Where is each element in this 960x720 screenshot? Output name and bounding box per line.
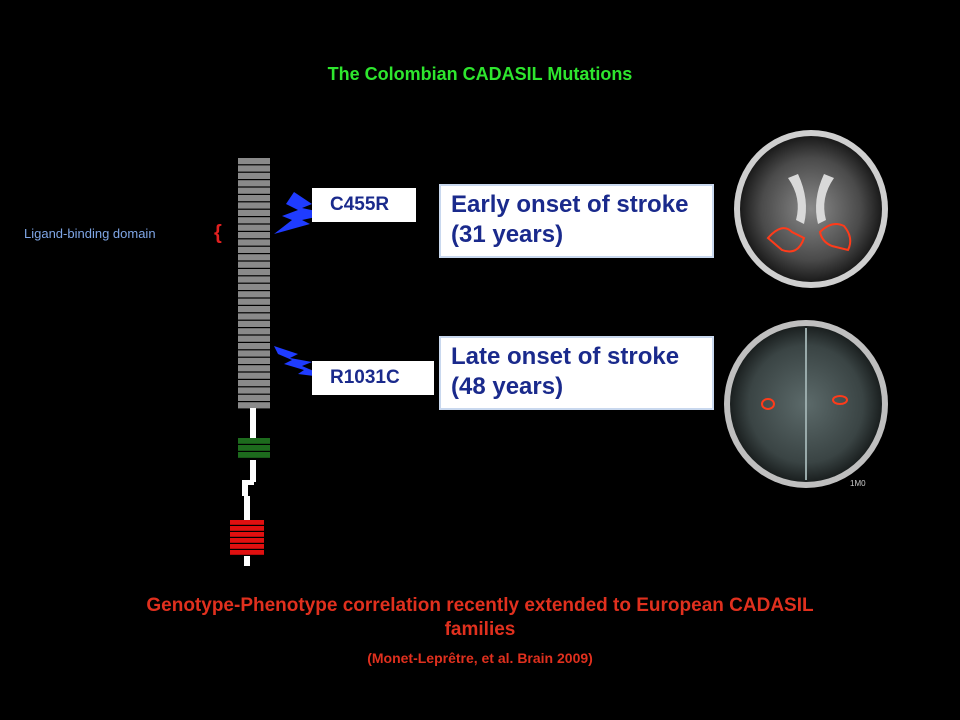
egf-repeat-block bbox=[238, 387, 270, 394]
egf-repeat-block bbox=[238, 246, 270, 253]
lnr-repeat-block bbox=[238, 445, 270, 451]
phenotype-panel-early: Early onset of stroke (31 years) bbox=[439, 184, 714, 258]
phenotype-text: Late onset of stroke bbox=[451, 343, 680, 370]
lesion-outline bbox=[832, 395, 848, 405]
mri-axial-scan-early bbox=[734, 130, 888, 288]
ankyrin-repeat-block bbox=[230, 526, 264, 531]
egf-repeat-block bbox=[238, 291, 270, 298]
lesion-outline bbox=[761, 398, 775, 410]
egf-repeat-block bbox=[238, 224, 270, 231]
ankyrin-repeat-block bbox=[230, 544, 264, 549]
egf-repeat-block bbox=[238, 306, 270, 313]
egf-repeat-block bbox=[238, 350, 270, 357]
egf-repeat-block bbox=[238, 261, 270, 268]
egf-repeat-block bbox=[238, 254, 270, 261]
linker-segment bbox=[244, 496, 250, 520]
egf-repeat-block bbox=[238, 165, 270, 172]
egf-repeat-block bbox=[238, 365, 270, 372]
egf-repeat-block bbox=[238, 269, 270, 276]
footer-correlation-text: Genotype-Phenotype correlation recently … bbox=[0, 594, 960, 642]
egf-repeat-block bbox=[238, 335, 270, 342]
ankyrin-repeat-block bbox=[230, 550, 264, 555]
ankyrin-repeat-block bbox=[230, 538, 264, 543]
lesion-outline bbox=[818, 223, 852, 252]
mutation-label-c455r: C455R bbox=[312, 188, 416, 222]
lnr-repeat-block bbox=[238, 452, 270, 458]
phenotype-age: (48 years) bbox=[451, 373, 564, 400]
lesion-outline bbox=[766, 227, 806, 253]
egf-repeat-block bbox=[238, 217, 270, 224]
egf-repeat-block bbox=[238, 298, 270, 305]
egf-repeat-block bbox=[238, 172, 270, 179]
ankyrin-domain bbox=[230, 520, 264, 555]
egf-repeat-block bbox=[238, 239, 270, 246]
c-terminal-segment bbox=[244, 556, 250, 566]
linker-segment bbox=[250, 408, 256, 438]
mutation-label-r1031c: R1031C bbox=[312, 361, 434, 395]
footer-line-2: families bbox=[444, 619, 516, 640]
egf-repeat-block bbox=[238, 158, 270, 165]
lnr-domain bbox=[238, 438, 270, 458]
ligand-binding-brace: { bbox=[214, 222, 222, 244]
transmembrane-segment bbox=[242, 480, 248, 496]
transmembrane-segment bbox=[242, 480, 254, 485]
ankyrin-repeat-block bbox=[230, 532, 264, 537]
egf-repeat-block bbox=[238, 209, 270, 216]
egf-repeat-block bbox=[238, 180, 270, 187]
egf-repeat-block bbox=[238, 402, 270, 409]
egf-repeat-block bbox=[238, 320, 270, 327]
phenotype-age: (31 years) bbox=[451, 221, 564, 248]
phenotype-text: Early onset of stroke bbox=[451, 191, 689, 218]
egf-repeat-block bbox=[238, 380, 270, 387]
egf-repeats-column bbox=[238, 158, 270, 409]
egf-repeat-block bbox=[238, 202, 270, 209]
slide-title: The Colombian CADASIL Mutations bbox=[327, 64, 633, 84]
egf-repeat-block bbox=[238, 313, 270, 320]
ligand-binding-domain-label: Ligand-binding domain bbox=[24, 226, 156, 241]
mutation-bolt-icon bbox=[274, 346, 330, 378]
egf-repeat-block bbox=[238, 372, 270, 379]
footer-line-1: Genotype-Phenotype correlation recently … bbox=[146, 595, 814, 616]
egf-repeat-block bbox=[238, 232, 270, 239]
mutation-bolt-icon bbox=[274, 192, 330, 234]
phenotype-panel-late: Late onset of stroke (48 years) bbox=[439, 336, 714, 410]
egf-repeat-block bbox=[238, 328, 270, 335]
egf-repeat-block bbox=[238, 276, 270, 283]
egf-repeat-block bbox=[238, 394, 270, 401]
egf-repeat-block bbox=[238, 283, 270, 290]
ankyrin-repeat-block bbox=[230, 520, 264, 525]
lnr-repeat-block bbox=[238, 438, 270, 444]
notch3-protein-diagram bbox=[230, 158, 270, 566]
linker-segment bbox=[250, 460, 256, 482]
egf-repeat-block bbox=[238, 343, 270, 350]
egf-repeat-block bbox=[238, 187, 270, 194]
egf-repeat-block bbox=[238, 195, 270, 202]
citation: (Monet-Leprêtre, et al. Brain 2009) bbox=[367, 650, 593, 666]
mri-scan-label: 1M0 bbox=[850, 479, 866, 488]
mri-axial-scan-late: 1M0 bbox=[724, 320, 888, 488]
egf-repeat-block bbox=[238, 357, 270, 364]
